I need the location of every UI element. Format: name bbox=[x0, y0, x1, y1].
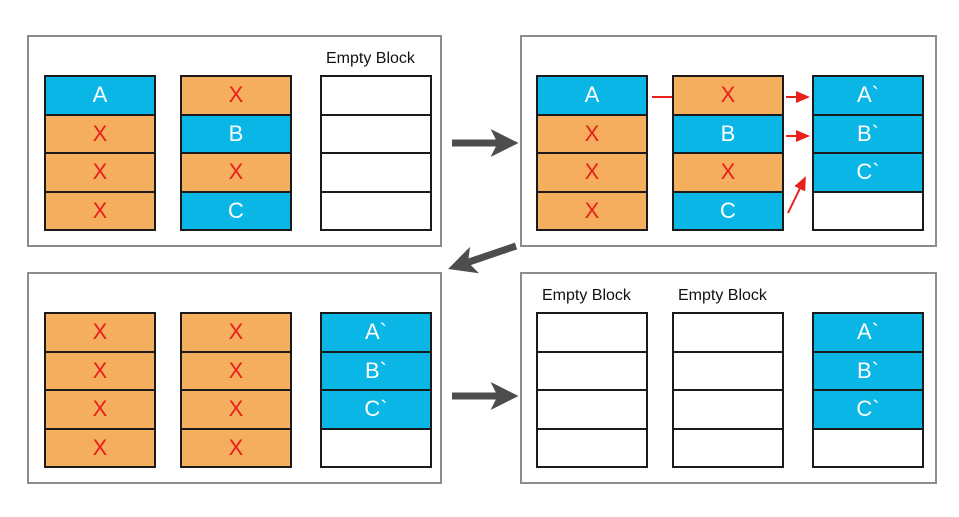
live-page: B` bbox=[320, 350, 432, 391]
garbage-page: X bbox=[180, 389, 292, 430]
garbage-page: X bbox=[44, 427, 156, 468]
live-page: A` bbox=[812, 75, 924, 116]
memory-block: A`B`C` bbox=[812, 312, 924, 468]
live-page: C bbox=[180, 190, 292, 231]
garbage-page: X bbox=[672, 152, 784, 193]
live-page: A bbox=[44, 75, 156, 116]
empty-page bbox=[320, 190, 432, 231]
live-page: A` bbox=[812, 312, 924, 353]
memory-block: A`B`C` bbox=[812, 75, 924, 231]
garbage-page: X bbox=[180, 75, 292, 116]
live-page: A` bbox=[320, 312, 432, 353]
empty-page bbox=[672, 389, 784, 430]
garbage-page: X bbox=[180, 312, 292, 353]
empty-page bbox=[320, 75, 432, 116]
memory-block: A`B`C` bbox=[320, 312, 432, 468]
live-page: C` bbox=[812, 152, 924, 193]
garbage-page: X bbox=[536, 152, 648, 193]
flow-arrow-down-left bbox=[448, 242, 518, 274]
block-label: Empty Block bbox=[542, 287, 631, 304]
memory-block bbox=[320, 75, 432, 231]
garbage-page: X bbox=[180, 350, 292, 391]
live-page: A bbox=[536, 75, 648, 116]
empty-page bbox=[536, 312, 648, 353]
empty-page bbox=[536, 389, 648, 430]
block-label: Empty Block bbox=[326, 50, 415, 67]
garbage-page: X bbox=[44, 190, 156, 231]
memory-block bbox=[536, 312, 648, 468]
empty-page bbox=[672, 427, 784, 468]
live-page: B` bbox=[812, 113, 924, 154]
block-label: Empty Block bbox=[678, 287, 767, 304]
garbage-page: X bbox=[180, 152, 292, 193]
empty-page bbox=[536, 427, 648, 468]
memory-block bbox=[672, 312, 784, 468]
empty-page bbox=[320, 427, 432, 468]
garbage-page: X bbox=[44, 312, 156, 353]
empty-page bbox=[320, 113, 432, 154]
empty-page bbox=[672, 350, 784, 391]
live-page: C bbox=[672, 190, 784, 231]
empty-page bbox=[672, 312, 784, 353]
empty-page bbox=[812, 190, 924, 231]
empty-page bbox=[320, 152, 432, 193]
live-page: B bbox=[180, 113, 292, 154]
live-page: B bbox=[672, 113, 784, 154]
garbage-page: X bbox=[44, 152, 156, 193]
garbage-page: X bbox=[44, 389, 156, 430]
live-page: C` bbox=[320, 389, 432, 430]
empty-page bbox=[536, 350, 648, 391]
garbage-page: X bbox=[536, 113, 648, 154]
garbage-page: X bbox=[180, 427, 292, 468]
garbage-page: X bbox=[44, 113, 156, 154]
garbage-page: X bbox=[672, 75, 784, 116]
empty-page bbox=[812, 427, 924, 468]
live-page: C` bbox=[812, 389, 924, 430]
live-page: B` bbox=[812, 350, 924, 391]
garbage-page: X bbox=[44, 350, 156, 391]
garbage-page: X bbox=[536, 190, 648, 231]
